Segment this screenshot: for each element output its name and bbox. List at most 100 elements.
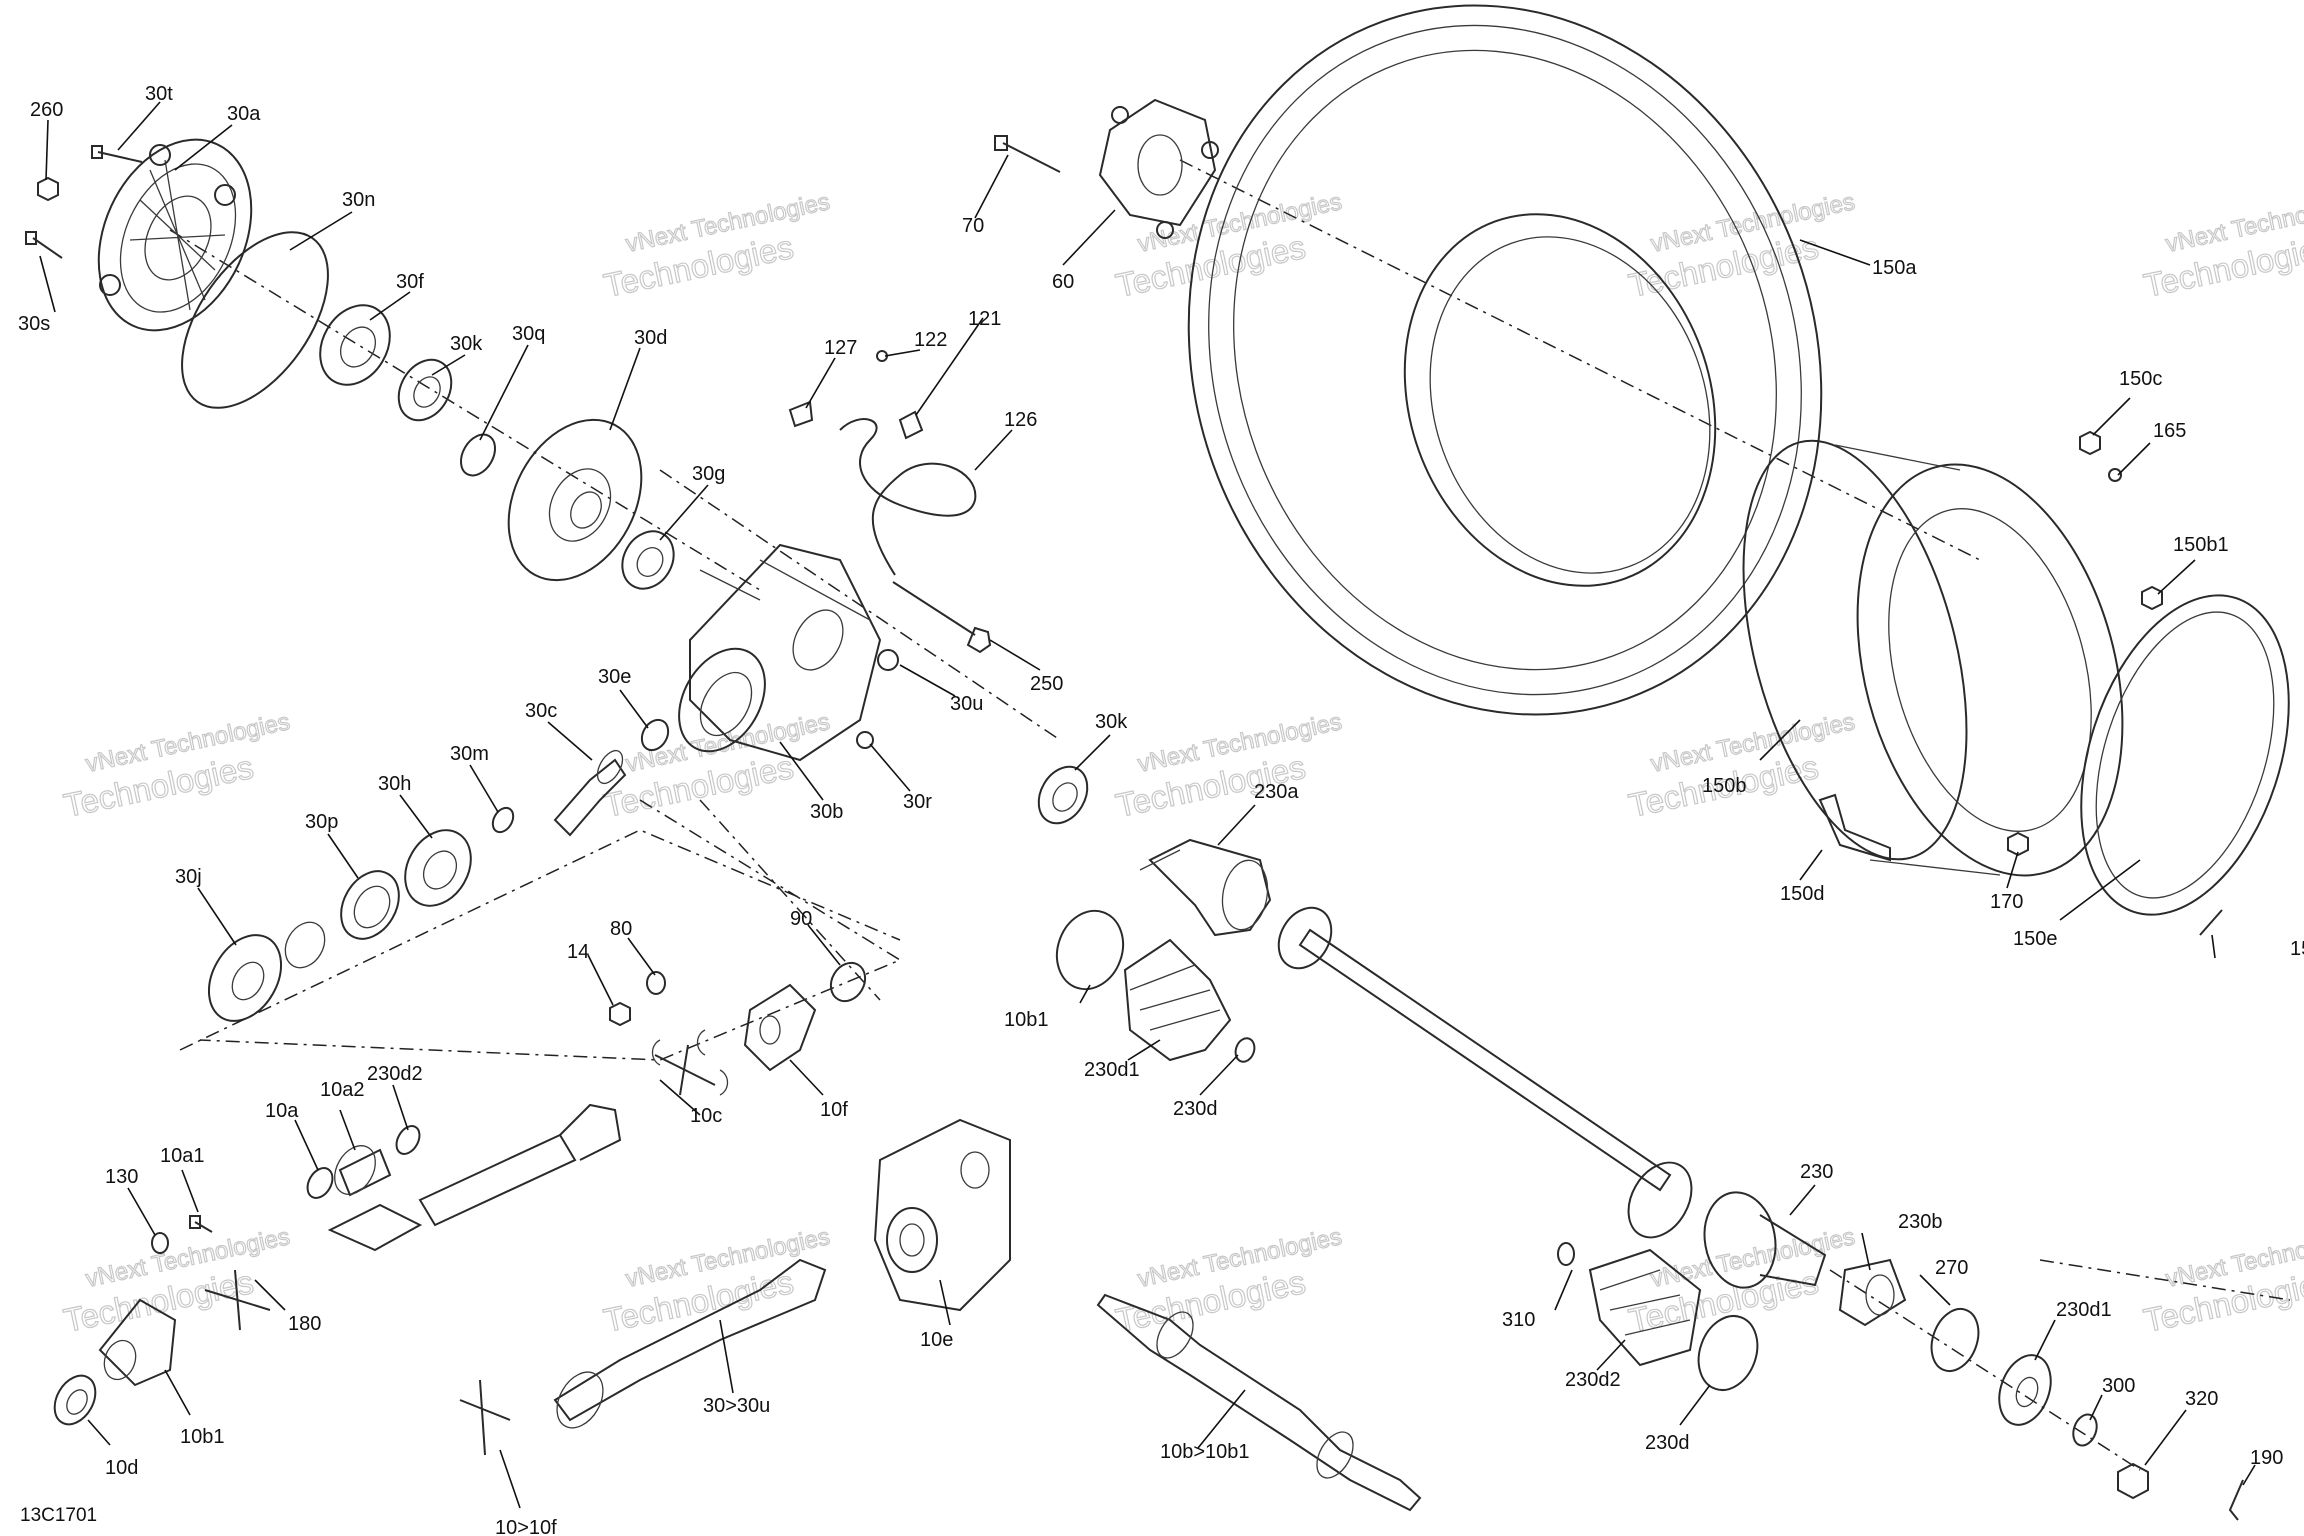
bearing-30f <box>319 304 391 386</box>
callout-30q: 30q <box>512 323 545 345</box>
callout-130: 10a1 <box>160 1145 205 1167</box>
circlip-30m <box>491 806 515 834</box>
callout-30-30u: 10e <box>920 1329 953 1351</box>
callout-30s: 30s <box>18 313 50 335</box>
callout-10b1-upper: 10c <box>690 1105 722 1127</box>
circlip-30q <box>459 433 497 477</box>
bolt-70 <box>994 135 1061 173</box>
bolt-30t <box>91 145 143 163</box>
bushing-10f <box>829 961 867 1003</box>
leader-lines <box>39 101 2256 1509</box>
clamp-10a2 <box>395 1125 421 1155</box>
callout-150b1: 150b1 <box>2173 534 2229 556</box>
tire-150a <box>1187 4 1823 716</box>
callout-165: 165 <box>2153 420 2186 442</box>
boot-230d-lower <box>1588 1248 1702 1367</box>
doc-code: 13C1701 <box>20 1505 97 1526</box>
seal-10e <box>53 1374 97 1426</box>
callout-labels: 260 30t 30a 30n 30s 30f 30k 30q 30d 30g … <box>18 83 2304 1536</box>
callout-30d: 30d <box>634 327 667 349</box>
callout-30k-upper: 30k <box>450 333 483 355</box>
callout-10b1-lower: 180 <box>288 1313 321 1335</box>
bushing-30e <box>640 718 670 752</box>
callout-122: 122 <box>914 329 947 351</box>
callout-170: 170 <box>1990 891 2023 913</box>
hub-60 <box>1098 98 1219 239</box>
washer-300 <box>1998 1354 2052 1426</box>
callout-10-10f: 30>30u <box>703 1395 770 1417</box>
driveshaft-10-complete <box>553 1258 827 1429</box>
yoke-10d <box>98 1298 177 1387</box>
housing-30b <box>678 543 882 762</box>
driveshaft-10 <box>327 1103 622 1252</box>
joint-10a <box>334 1145 392 1197</box>
plug-30r <box>856 731 874 749</box>
washer-90 <box>646 971 666 995</box>
callout-230d1-lower: 230d <box>1645 1432 1690 1454</box>
washer-180 <box>151 1232 169 1254</box>
callout-150a: 150a <box>1872 257 1917 279</box>
seal-30k-lower <box>1037 765 1089 825</box>
callout-230: 10b>10b1 <box>1160 1441 1250 1463</box>
callout-230b: 230 <box>1800 1161 1833 1183</box>
needle-bearing <box>284 921 326 969</box>
washer-320 <box>2072 1413 2098 1447</box>
cross-10b1-lower <box>204 1269 271 1331</box>
callout-10a2: 230d2 <box>367 1063 423 1085</box>
callout-230d-lower: 230d2 <box>1565 1369 1621 1391</box>
callout-127: 127 <box>824 337 857 359</box>
bearing-270 <box>1838 1258 1907 1327</box>
circlip-310 <box>1930 1308 1980 1372</box>
callout-14: 150f <box>2290 938 2304 960</box>
callout-30m: 30m <box>450 743 489 765</box>
bearing-30g <box>621 530 675 590</box>
bolt-150c <box>2079 430 2101 456</box>
cross-10b1-upper <box>651 1029 729 1096</box>
o-ring-30n <box>181 231 329 409</box>
callout-90: 80 <box>610 918 632 940</box>
callout-260: 260 <box>30 99 63 121</box>
nut-260 <box>37 176 59 202</box>
callout-230a: 230a <box>1254 781 1299 803</box>
cv-joint-230b <box>1703 1191 1827 1289</box>
callout-10b-10b1: 10>10f <box>495 1517 557 1536</box>
callout-30t: 30t <box>145 83 173 105</box>
clamp-230d1-upper <box>1055 909 1125 991</box>
callout-126: 126 <box>1004 409 1037 431</box>
callout-270: 230b <box>1898 1211 1943 1233</box>
drive-shaft-230 <box>1096 1293 1422 1512</box>
gearbox-30 <box>873 1118 1011 1312</box>
callout-150c: 150c <box>2119 368 2162 390</box>
output-cover-30a <box>97 138 253 332</box>
callout-30j: 30j <box>175 866 202 888</box>
callout-30r: 30r <box>903 791 932 813</box>
nut-170 <box>2007 831 2029 857</box>
callout-230d2-upper: 230d <box>1173 1098 1218 1120</box>
callout-30h: 30h <box>378 773 411 795</box>
clamp-230d1-lower <box>1697 1315 1759 1391</box>
callout-230d1-upper: 10b1 <box>1004 1009 1049 1031</box>
bolt-150b1 <box>2141 585 2163 611</box>
callout-195: 190 <box>2250 1447 2283 1469</box>
callout-180: 130 <box>105 1166 138 1188</box>
clamp-230d2-lower <box>1557 1242 1575 1266</box>
clip-127 <box>788 400 814 428</box>
plug-30u <box>877 649 899 671</box>
seal-30j <box>207 934 283 1022</box>
callout-150b: 150b <box>1702 775 1747 797</box>
cross-10b <box>459 1379 511 1456</box>
callout-10a1: 10a <box>265 1100 299 1122</box>
callout-310: 270 <box>1935 1257 1968 1279</box>
callout-230d-upper: 230d1 <box>1084 1059 1140 1081</box>
